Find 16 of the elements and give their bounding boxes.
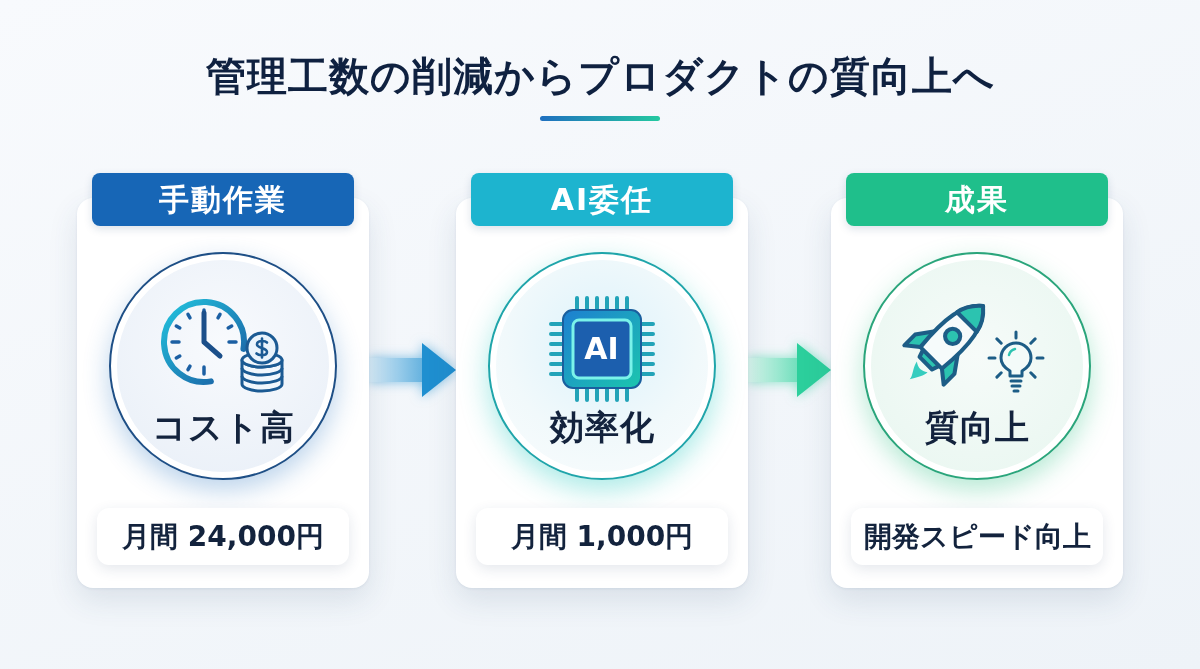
circle-label: 質向上	[924, 405, 1030, 448]
value-box: 開発スピード向上	[851, 508, 1103, 565]
value-box: 月間 1,000円	[476, 508, 728, 565]
value-box: 月間 24,000円	[97, 508, 349, 565]
card	[456, 173, 748, 588]
chip-label: AI	[584, 332, 619, 365]
card	[77, 173, 369, 588]
arrow	[369, 343, 456, 397]
circle-label: コスト高	[151, 405, 295, 448]
card-heading: AI委任	[471, 173, 733, 226]
card-heading: 成果	[846, 173, 1108, 226]
card-heading: 手動作業	[92, 173, 354, 226]
arrow	[748, 343, 831, 397]
circle-label: 効率化	[549, 405, 655, 448]
card	[831, 173, 1123, 588]
title: 管理工数の削減からプロダクトの質向上へ	[205, 52, 995, 101]
